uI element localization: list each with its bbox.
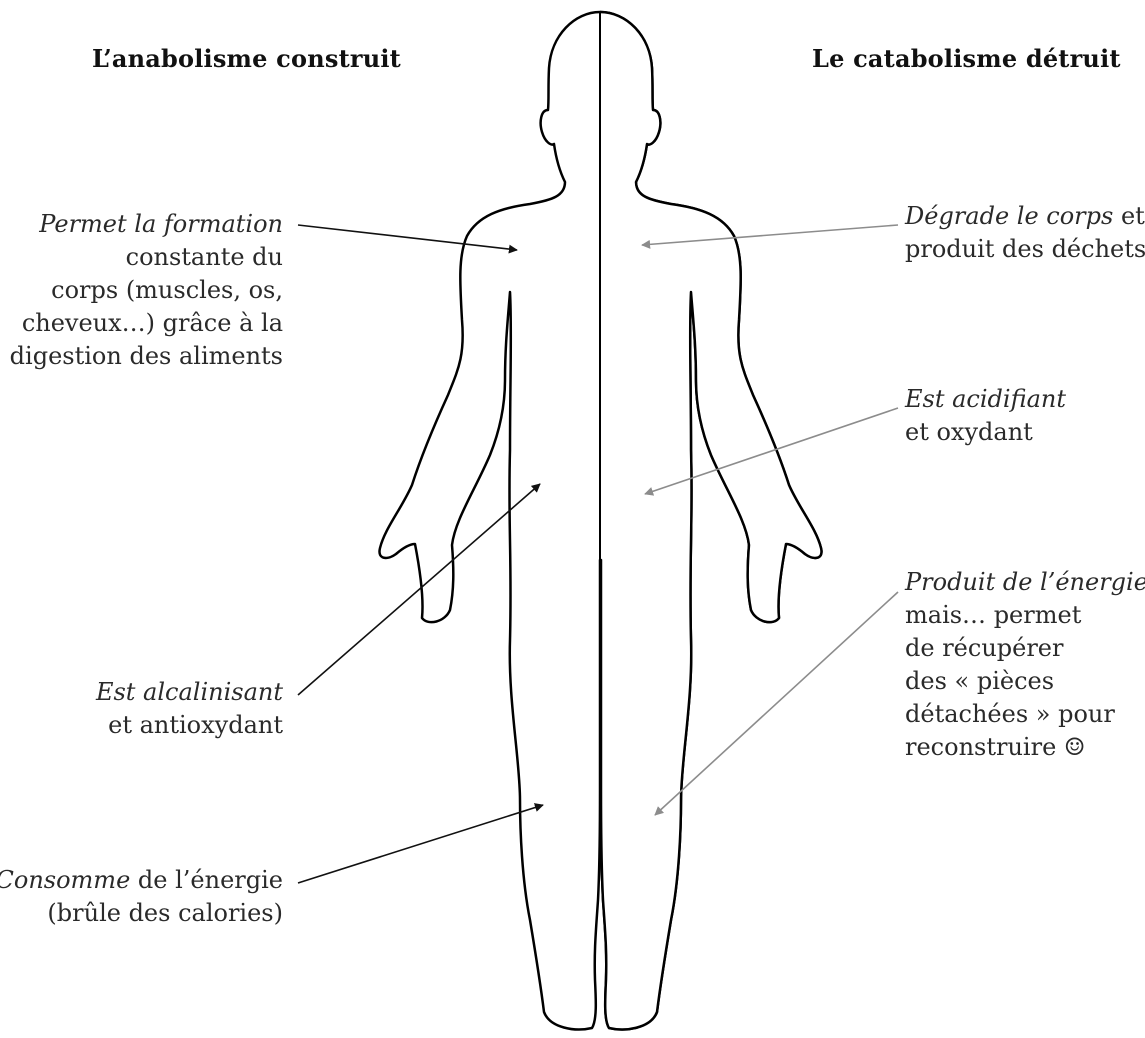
- arrow-consomme: [298, 805, 543, 883]
- label-acidifiant: Est acidifiant et oxydant: [905, 383, 1066, 449]
- label-energie: Produit de l’énergie mais… permet de réc…: [905, 566, 1145, 764]
- heading-anabolism: L’anabolisme construit: [92, 44, 401, 73]
- label-formation: Permet la formation constante du corps (…: [10, 208, 283, 373]
- label-degrade: Dégrade le corps et produit des déchets: [905, 200, 1145, 266]
- label-consomme: Consomme de l’énergie (brûle des calorie…: [0, 864, 283, 930]
- heading-catabolism: Le catabolisme détruit: [812, 44, 1121, 73]
- label-alcalinisant: Est alcalinisant et antioxydant: [96, 676, 283, 742]
